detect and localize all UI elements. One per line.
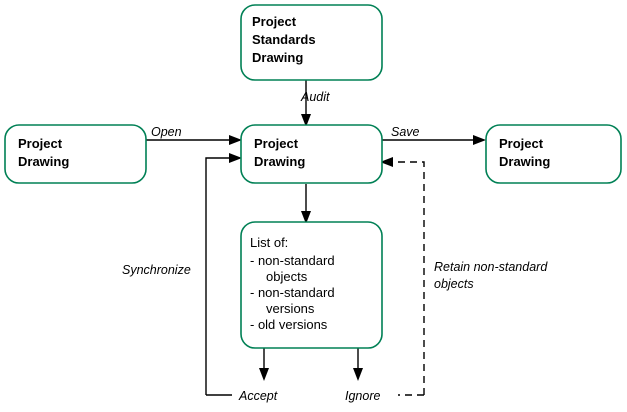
source-drawing-label-line2: Drawing <box>18 154 69 169</box>
accept-arrowhead <box>259 368 269 381</box>
saved-drawing-box[interactable] <box>485 124 622 184</box>
source-drawing-label-line1: Project <box>18 136 63 151</box>
list-item-0-line2: objects <box>266 269 308 284</box>
connector-open <box>146 135 242 145</box>
connector-synchronize <box>205 153 242 396</box>
center-drawing-label-line1: Project <box>254 136 299 151</box>
connector-center-to-list <box>301 184 311 224</box>
audit-arrowhead <box>301 114 311 127</box>
edge-label-accept: Accept <box>238 389 278 403</box>
node-project-standards-drawing[interactable]: Project Standards Drawing <box>240 4 383 81</box>
connector-save <box>382 135 486 145</box>
retain-dashed-path <box>392 161 425 395</box>
center-to-list-arrowhead <box>301 211 311 224</box>
standards-label-line2: Standards <box>252 32 316 47</box>
edge-label-open: Open <box>151 125 182 139</box>
connector-accept <box>259 348 269 381</box>
edge-label-retain-line1: Retain non-standard <box>434 260 548 274</box>
ignore-arrowhead <box>353 368 363 381</box>
node-list-box[interactable]: List of: - non-standard objects - non-st… <box>240 221 383 349</box>
node-center-project-drawing[interactable]: Project Drawing <box>240 124 383 184</box>
source-drawing-box[interactable] <box>4 124 147 184</box>
open-arrowhead <box>229 135 242 145</box>
connector-ignore <box>353 348 363 381</box>
standards-label-line3: Drawing <box>252 50 303 65</box>
center-drawing-box[interactable] <box>240 124 383 184</box>
list-item-2-line1: - old versions <box>250 317 328 332</box>
edge-label-synchronize: Synchronize <box>122 263 191 277</box>
edge-label-audit: Audit <box>300 90 330 104</box>
list-box[interactable] <box>240 221 383 349</box>
saved-drawing-label-line1: Project <box>499 136 544 151</box>
list-item-1-line1: - non-standard <box>250 285 335 300</box>
retain-arrowhead <box>380 157 393 167</box>
standards-box[interactable] <box>240 4 383 81</box>
list-title: List of: <box>250 235 288 250</box>
saved-drawing-label-line2: Drawing <box>499 154 550 169</box>
node-source-project-drawing[interactable]: Project Drawing <box>4 124 147 184</box>
connector-retain <box>380 157 425 396</box>
synchronize-arrowhead <box>229 153 242 163</box>
edge-label-ignore: Ignore <box>345 389 380 403</box>
connector-audit <box>301 80 311 127</box>
save-arrowhead <box>473 135 486 145</box>
standards-label-line1: Project <box>252 14 297 29</box>
list-item-1-line2: versions <box>266 301 315 316</box>
edge-label-save: Save <box>391 125 420 139</box>
node-saved-project-drawing[interactable]: Project Drawing <box>485 124 622 184</box>
edge-label-retain-line2: objects <box>434 277 474 291</box>
center-drawing-label-line2: Drawing <box>254 154 305 169</box>
synchronize-path <box>205 157 233 395</box>
list-item-0-line1: - non-standard <box>250 253 335 268</box>
